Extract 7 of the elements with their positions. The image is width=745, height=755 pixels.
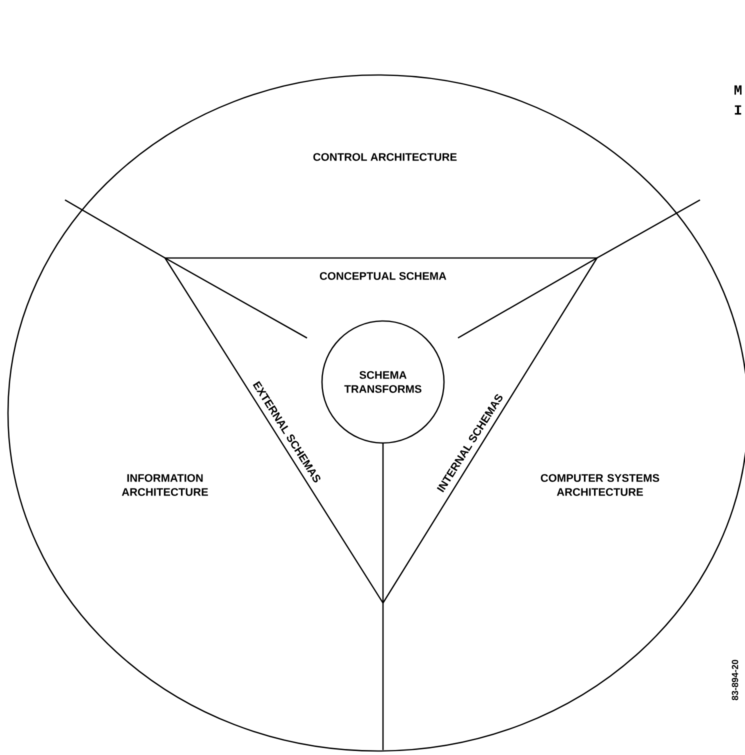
region-label: CONCEPTUAL SCHEMA: [320, 272, 446, 280]
figure-number: 83-894-20: [732, 660, 738, 700]
region-label: INFORMATION ARCHITECTURE: [122, 474, 208, 496]
region-label: CONTROL ARCHITECTURE: [313, 153, 457, 161]
cropped-letter: M: [734, 85, 742, 95]
cropped-letter: I: [734, 105, 742, 115]
region-label: COMPUTER SYSTEMS ARCHITECTURE: [540, 474, 660, 496]
